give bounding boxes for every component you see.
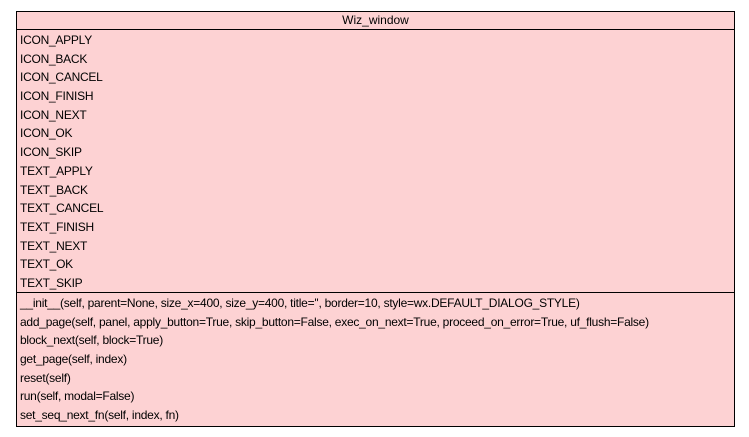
attribute: ICON_NEXT: [20, 107, 87, 122]
method: block_next(self, block=True): [20, 333, 163, 348]
attribute: ICON_SKIP: [20, 145, 82, 160]
attribute: TEXT_SKIP: [20, 275, 83, 290]
method: get_page(self, index): [20, 352, 127, 367]
attribute: TEXT_OK: [20, 257, 73, 272]
attribute: ICON_OK: [20, 126, 73, 141]
method: run(self, modal=False): [20, 389, 135, 404]
uml-class-box: Wiz_window ICON_APPLY ICON_BACK ICON_CAN…: [16, 11, 735, 427]
attribute: ICON_CANCEL: [20, 70, 103, 85]
method: reset(self): [20, 370, 71, 385]
attribute: ICON_BACK: [20, 51, 88, 66]
attribute: ICON_FINISH: [20, 89, 94, 104]
class-name: Wiz_window: [17, 12, 734, 30]
attribute: TEXT_APPLY: [20, 163, 93, 178]
methods-section: __init__(self, parent=None, size_x=400, …: [17, 293, 734, 425]
attribute: TEXT_NEXT: [20, 238, 88, 253]
attribute: ICON_APPLY: [20, 33, 92, 47]
method: add_page(self, panel, apply_button=True,…: [20, 314, 649, 329]
attributes-section: ICON_APPLY ICON_BACK ICON_CANCEL ICON_FI…: [17, 30, 734, 293]
method: __init__(self, parent=None, size_x=400, …: [20, 296, 580, 310]
method: set_seq_next_fn(self, index, fn): [20, 408, 179, 423]
attribute: TEXT_FINISH: [20, 219, 94, 234]
attribute: TEXT_CANCEL: [20, 201, 104, 216]
attribute: TEXT_BACK: [20, 182, 88, 197]
